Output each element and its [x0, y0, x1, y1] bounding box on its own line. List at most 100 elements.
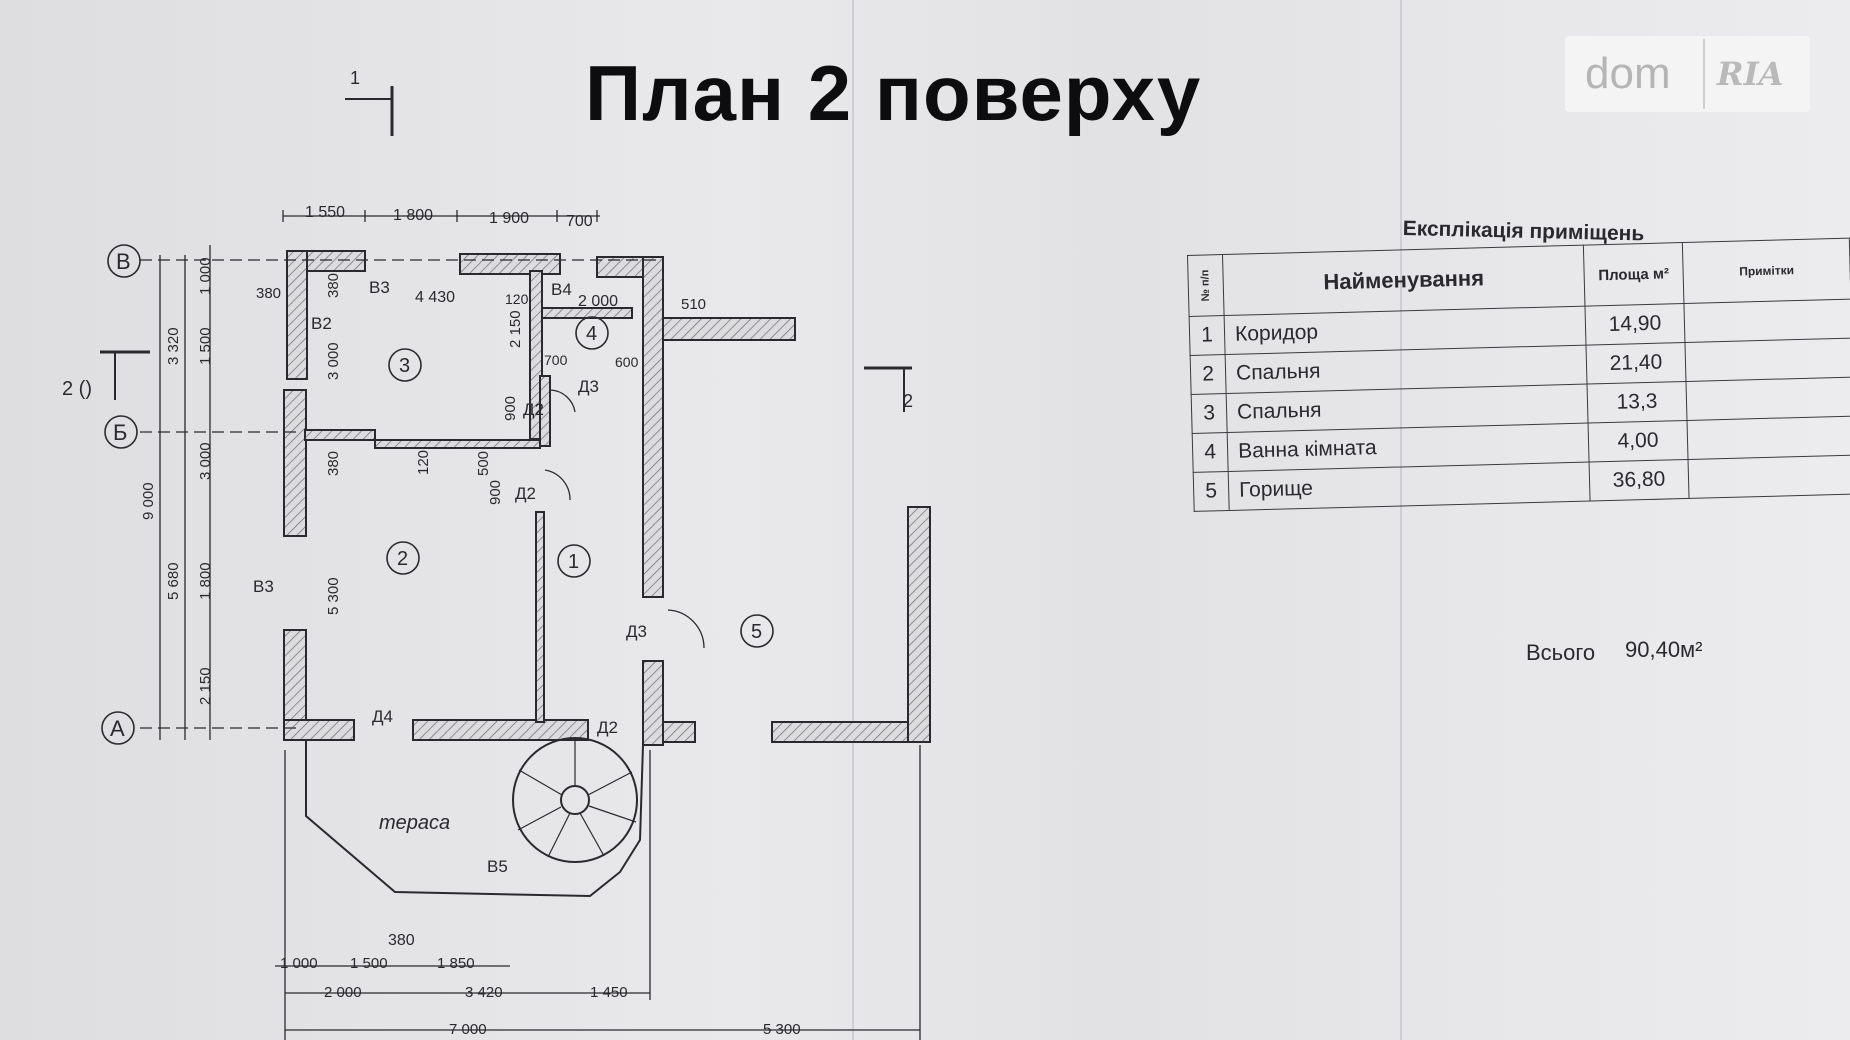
dim-label: 1 550	[305, 204, 345, 221]
dim-label: 1 500	[350, 955, 388, 972]
dim-label: 3 420	[465, 984, 503, 1001]
dim-label: 2 150	[507, 310, 524, 348]
wall	[412, 719, 589, 741]
dim-label: 510	[681, 296, 706, 313]
row-notes	[1687, 416, 1850, 460]
door-swings	[544, 389, 705, 649]
row-area: 4,00	[1588, 420, 1689, 463]
wall	[283, 719, 355, 741]
explication-table: № п/п Найменування Площа м² Примітки 1 К…	[1187, 238, 1850, 512]
logo-dom-text: dom	[1585, 49, 1671, 98]
logo-ria-text: RIA	[1717, 55, 1784, 93]
row-num: 3	[1191, 393, 1228, 434]
row-num: 5	[1193, 471, 1230, 512]
dim-label: 5 300	[763, 1021, 801, 1038]
dim-label: 120	[505, 291, 529, 307]
wall	[642, 660, 664, 746]
element-label-d3: Д3	[626, 622, 647, 641]
axis-label: В	[116, 249, 131, 274]
dim-label: 2 000	[324, 984, 362, 1001]
dim-label: 1 500	[197, 327, 214, 365]
col-header-name: Найменування	[1222, 245, 1585, 316]
axis-bubble-v	[107, 244, 141, 278]
dim-label: 120	[415, 450, 432, 475]
axis-lines	[140, 259, 660, 729]
dim-label: 380	[325, 273, 342, 298]
element-label-d2: Д2	[515, 484, 536, 503]
walls	[283, 250, 931, 746]
dim-label: 7 000	[449, 1021, 487, 1038]
dim-label: 600	[615, 354, 639, 370]
row-notes	[1683, 299, 1850, 343]
element-label-d2: Д2	[597, 718, 618, 737]
vertical-dim-labels: 9 000 3 320 5 680 1 000 1 500 3 000 1 80…	[140, 257, 524, 705]
dim-label: 1 900	[489, 210, 529, 227]
dim-label: 1 800	[393, 207, 433, 224]
row-num: 4	[1192, 432, 1229, 473]
axis-label: Б	[113, 420, 127, 445]
dim-label: 3 320	[165, 327, 182, 365]
wall	[662, 721, 696, 743]
row-area: 13,3	[1587, 381, 1688, 424]
dim-label: 900	[502, 396, 519, 421]
total-value: 90,40м²	[1625, 637, 1703, 662]
dim-label: 5 300	[325, 577, 342, 615]
room-bubble-4	[575, 316, 609, 350]
dim-label: 1 000	[197, 257, 214, 295]
dim-label: 3 000	[197, 442, 214, 480]
wall	[535, 511, 545, 723]
room-number: 1	[568, 551, 579, 573]
section-2-label-right: 2	[903, 391, 913, 411]
dim-label: 700	[566, 213, 593, 230]
row-notes	[1688, 455, 1850, 499]
dim-label: 2 000	[578, 293, 618, 310]
element-label-d3: Д3	[578, 377, 599, 396]
room-bubble-2	[386, 541, 420, 575]
section-1-label: 1	[350, 68, 360, 88]
terrace-edge	[305, 740, 644, 898]
element-label-d4: Д4	[372, 707, 393, 726]
room-number: 3	[399, 355, 410, 377]
row-num: 2	[1190, 354, 1227, 395]
room-bubble-1	[557, 544, 591, 578]
dim-label: 700	[544, 352, 568, 368]
dim-label: 1 450	[590, 984, 628, 1001]
wall	[907, 506, 931, 743]
dim-label: 4 430	[415, 289, 455, 306]
dim-label: 500	[475, 451, 492, 476]
domria-logo[interactable]: dom RIA	[1565, 36, 1810, 112]
element-label-v3: В3	[253, 577, 274, 596]
axis-label: А	[110, 716, 125, 741]
wall	[642, 256, 664, 598]
element-label-v3: В3	[369, 278, 390, 297]
room-number-bubbles: 1 2 3 4 5	[386, 316, 774, 648]
door-d3	[667, 609, 705, 649]
dim-label: 380	[256, 285, 281, 302]
axis-bubbles: В Б А	[101, 244, 141, 745]
col-header-area: Площа м²	[1583, 242, 1684, 307]
element-label-v2: В2	[311, 314, 332, 333]
section-marks	[100, 86, 912, 412]
dim-label: 900	[487, 480, 504, 505]
dim-label: 1 000	[280, 955, 318, 972]
terrace-label: тераса	[379, 812, 450, 834]
total-label: Всього	[1526, 640, 1596, 665]
door-d2-upper	[549, 389, 576, 413]
wall	[459, 253, 561, 275]
paper-fold	[1400, 0, 1402, 1040]
dim-label: 5 680	[165, 562, 182, 600]
dim-label: 9 000	[140, 482, 157, 520]
dim-label: 3 000	[325, 342, 342, 380]
axis-bubble-a	[101, 711, 135, 745]
spiral-stair-core	[560, 785, 590, 815]
door-d2-lower	[544, 469, 571, 501]
room-number: 2	[397, 548, 408, 570]
row-notes	[1684, 338, 1850, 382]
wall	[374, 439, 541, 449]
section-2-label-left: 2 ()	[62, 378, 92, 400]
row-num: 1	[1189, 315, 1226, 356]
wall	[662, 317, 796, 341]
terrace-outline	[305, 737, 644, 898]
room-bubble-3	[388, 348, 422, 382]
